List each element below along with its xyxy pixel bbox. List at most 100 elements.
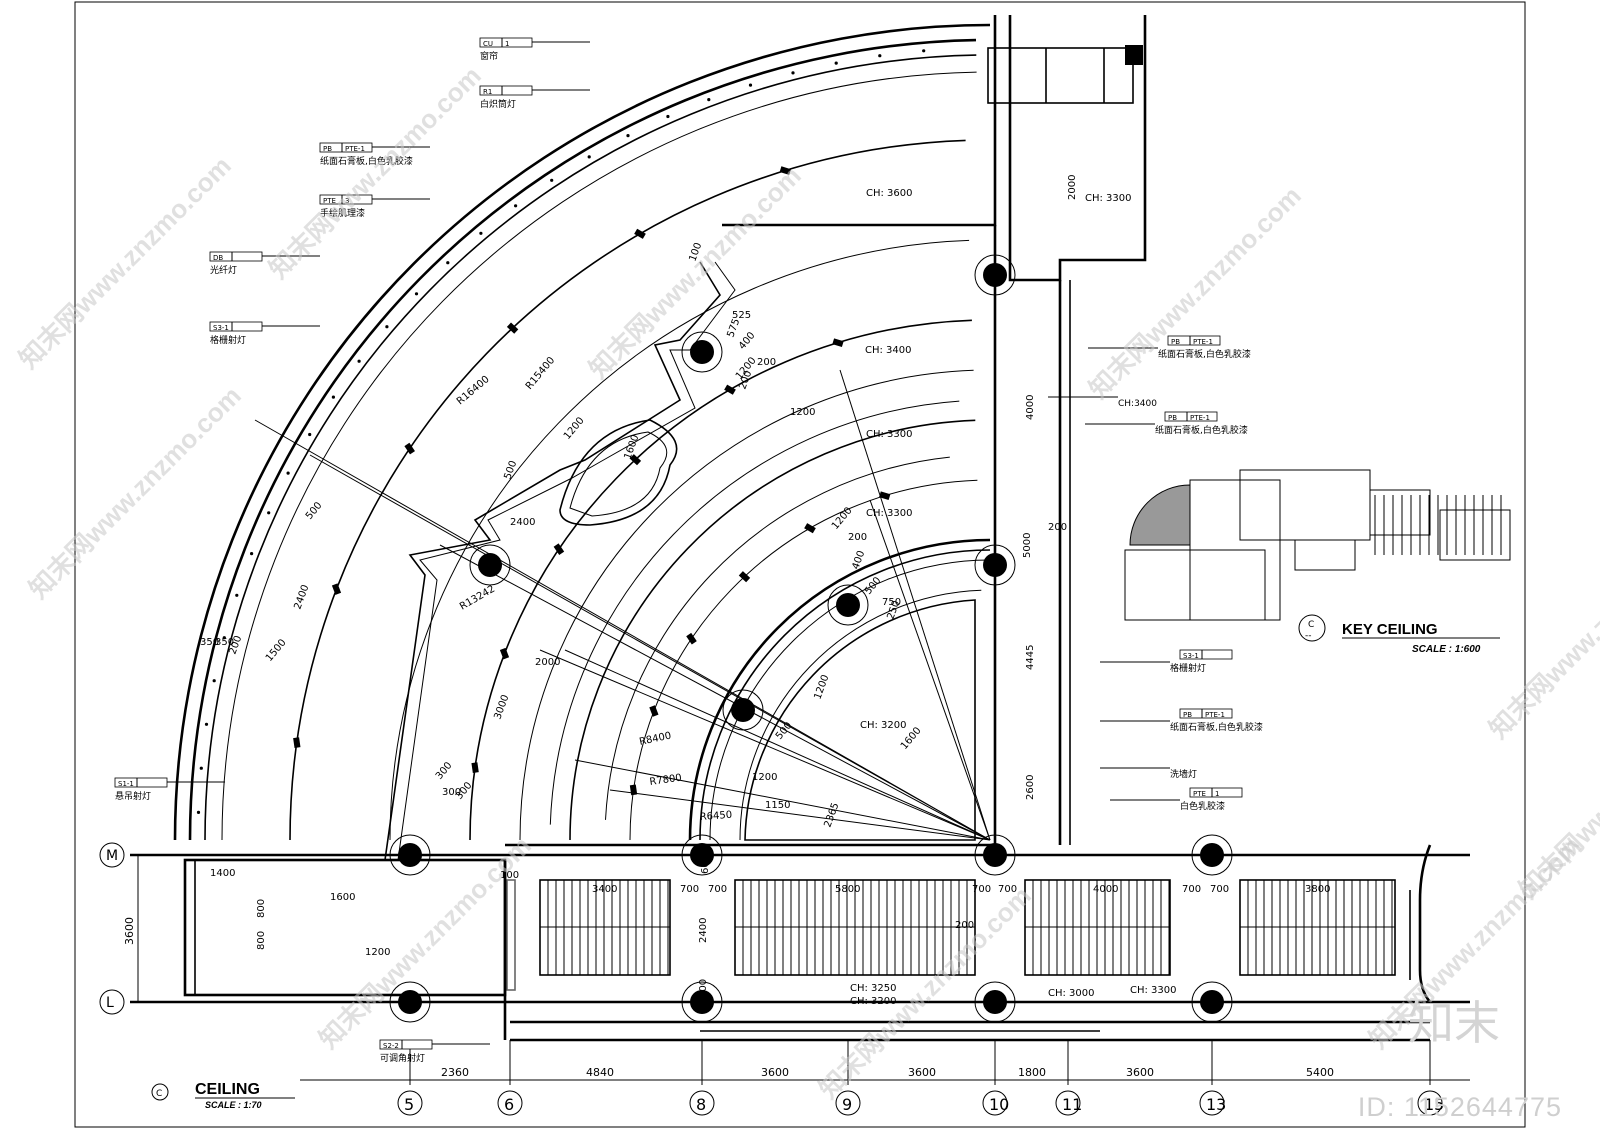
key-title: KEY CEILING [1342,621,1438,638]
downlight [731,698,755,722]
fan-dimension: 2400 [292,583,311,611]
corridor-dimension: 4000 [1093,884,1118,895]
ceiling-height: CH: 3300 [1085,193,1132,204]
grille-spotlight [649,705,659,717]
curtain-mark [514,204,518,208]
bottom-dimension: 3600 [1126,1066,1154,1079]
curtain-mark [267,511,271,515]
bottom-dimension: 1800 [1018,1066,1046,1079]
grid-label: 6 [504,1095,514,1114]
fan-dimension: 750 [882,597,901,608]
grid-bubble [689,1090,715,1116]
vertical-dimension: 2600 [1025,775,1036,800]
curtain-mark [791,71,795,75]
fan-dimension: 300 [434,760,455,782]
callout-code: PB [1183,711,1192,719]
main-title: CEILING [195,1081,260,1098]
curtain-mark [922,49,926,53]
radius-label: R6450 [699,810,732,823]
grid-label: 15 [1424,1095,1444,1114]
grille-spotlight [331,583,342,595]
light-fixtures [293,166,1233,1023]
corridor-dimension: 700 [1182,884,1201,895]
grille-spotlight [804,523,816,534]
leader-radial [574,759,991,841]
bottom-dimension: 2360 [441,1066,469,1079]
row-label: M [106,848,118,864]
ceiling-arc [739,589,982,841]
fan-dimension: 1200 [790,407,815,418]
callout-desc: 白色乳胶漆 [1180,800,1225,812]
curtain-mark [666,114,670,119]
callout-num: 3 [345,197,349,205]
grille-spotlight [506,322,519,334]
fan-dimension: 400 [737,330,758,352]
fan-dimension: 350 [215,637,234,648]
leader-radial [564,649,991,841]
ceiling-arc [688,538,991,841]
vertical-dimension: 200 [1048,522,1067,533]
watermark-logo: 知末 [1408,996,1500,1050]
curtain-mark [357,359,361,363]
grid-bubble [497,1090,523,1116]
leader-radial [309,454,991,841]
callout-code: PB [1168,414,1177,422]
corridor-dimension: 600 [698,979,709,998]
corridor-dimension: 200 [955,920,974,931]
corridor-dimension: 600 [700,855,711,874]
callout-code: R1 [483,88,492,96]
grid-label: 13 [1206,1095,1226,1114]
curtain-mark [331,395,335,399]
inner-quarter-room [744,599,976,841]
watermark-text: 知末网www.znzmo.com [13,150,237,374]
grille-spotlight [404,442,415,455]
downlight [1200,843,1224,867]
ceiling-arc [469,319,972,841]
callout-code: PB [323,145,332,153]
curtain-mark [626,134,630,138]
curtain-mark [222,636,226,640]
callout-code: PB [1171,338,1180,346]
curtain-mark [550,178,554,182]
ceiling-arc [569,419,976,841]
curtain-mark [414,292,419,296]
fan-dimension: 500 [304,500,325,522]
radius-label: R13242 [458,584,497,613]
corridor-dimension: 1600 [330,892,355,903]
ceiling-height: CH: 3250 [850,983,897,994]
callout-desc: 可调角射灯 [380,1052,425,1064]
callout-code: S3-1 [1183,652,1199,660]
building-structure [130,15,1470,1042]
corridor-dimension: 350 [200,637,219,648]
fan-dimension: 1200 [812,673,831,701]
grid-label: 5 [404,1095,414,1114]
fan-dimension: 200 [848,532,867,543]
soffit-zigzag [384,261,721,861]
curtain-mark [204,722,209,726]
callout-desc: 悬吊射灯 [115,790,151,802]
corridor-dimension: 800 [256,931,267,950]
curtain-mark [878,54,882,58]
curtain-mark [235,593,239,597]
callout-num: 1 [505,40,509,48]
curtain-mark [748,83,753,87]
leader-radial [839,369,991,841]
callout-desc: 格栅射灯 [1170,662,1206,674]
bottom-dimension: 3600 [761,1066,789,1079]
row-dimension: 3600 [123,917,136,945]
key-marker [1298,614,1326,642]
vertical-dimension: 4445 [1025,645,1036,670]
downlight [478,553,502,577]
grid-bubble [1417,1090,1443,1116]
leader-radial [439,544,991,841]
curtain-mark [385,325,389,329]
grille-spotlight [724,384,736,395]
ceiling-arc [289,139,966,841]
fan-dimension: 1200 [752,772,777,783]
grid-label: 11 [1062,1095,1082,1114]
callout-code: S2-2 [383,1042,399,1050]
bottom-dimension: 5400 [1306,1066,1334,1079]
grid-bubble [1055,1090,1081,1116]
